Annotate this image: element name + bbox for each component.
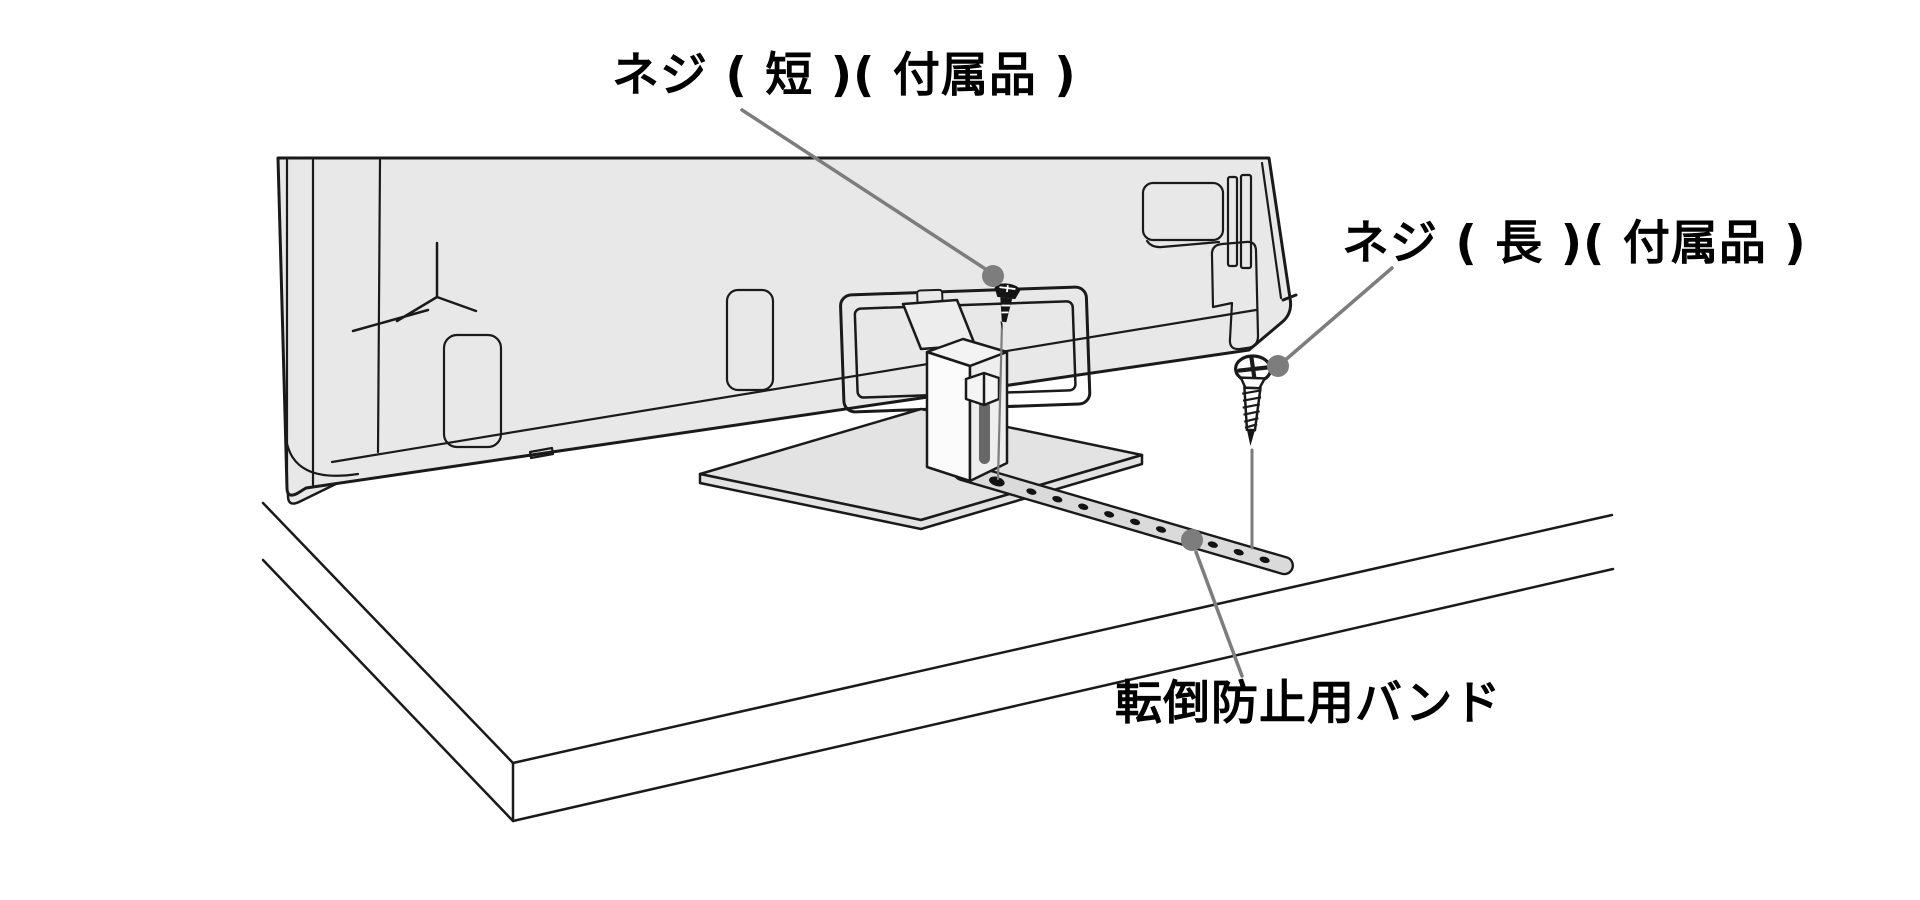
- leader-band: [1194, 550, 1244, 678]
- phillips-cross-icon: [1236, 355, 1270, 383]
- tv-panel-lines: [284, 158, 1298, 487]
- leader-short-screw: [740, 108, 992, 274]
- hook-tab-right: [1210, 240, 1260, 351]
- rib-bar-1: [1226, 175, 1239, 268]
- label-anti-tip-band: 転倒防止用バンド: [1115, 676, 1502, 731]
- hook-tab-mid: [725, 288, 775, 392]
- leader-dot-band: [1181, 529, 1203, 551]
- tv-rear-panel: [276, 156, 1298, 505]
- stand-column: [925, 337, 1009, 483]
- leader-long-screw: [1281, 266, 1394, 364]
- label-screw-short: ネジ ( 短 )( 付属品 ): [612, 48, 1077, 103]
- label-screw-long: ネジ ( 長 )( 付属品 ): [1342, 216, 1807, 271]
- screw-axis-guides: [996, 322, 1254, 550]
- tv-chin-curve: [284, 436, 360, 477]
- short-screw: [994, 283, 1021, 330]
- vent-opening: [1141, 181, 1225, 242]
- tv-right-inner-edge: [1260, 161, 1283, 300]
- long-screw: [1233, 354, 1273, 446]
- tv-body: [276, 156, 1293, 497]
- cable-holder-mark: [351, 241, 478, 333]
- tv-bottom-notch: [528, 446, 555, 460]
- leader-dot-long-screw: [1267, 355, 1289, 377]
- column-bracket: [964, 371, 1001, 407]
- stand-base-plate: [698, 407, 1144, 531]
- table-board: [261, 501, 1615, 823]
- leader-dot-short-screw: [982, 265, 1004, 287]
- screw-tip: [1246, 429, 1255, 446]
- screw-threads: [1242, 389, 1262, 429]
- column-slot: [979, 401, 990, 464]
- tv-back-bottom-line: [330, 308, 1258, 464]
- callout-leaders: [740, 108, 1394, 678]
- rib-bar-2: [1239, 173, 1253, 270]
- short-screw-axis: [996, 322, 1004, 481]
- anti-tip-band: [953, 461, 1295, 576]
- short-screw-highlights: [999, 285, 1016, 314]
- band-holes: [989, 476, 1270, 564]
- tv-right-notch: [1281, 293, 1298, 302]
- hook-tab-left: [442, 333, 503, 449]
